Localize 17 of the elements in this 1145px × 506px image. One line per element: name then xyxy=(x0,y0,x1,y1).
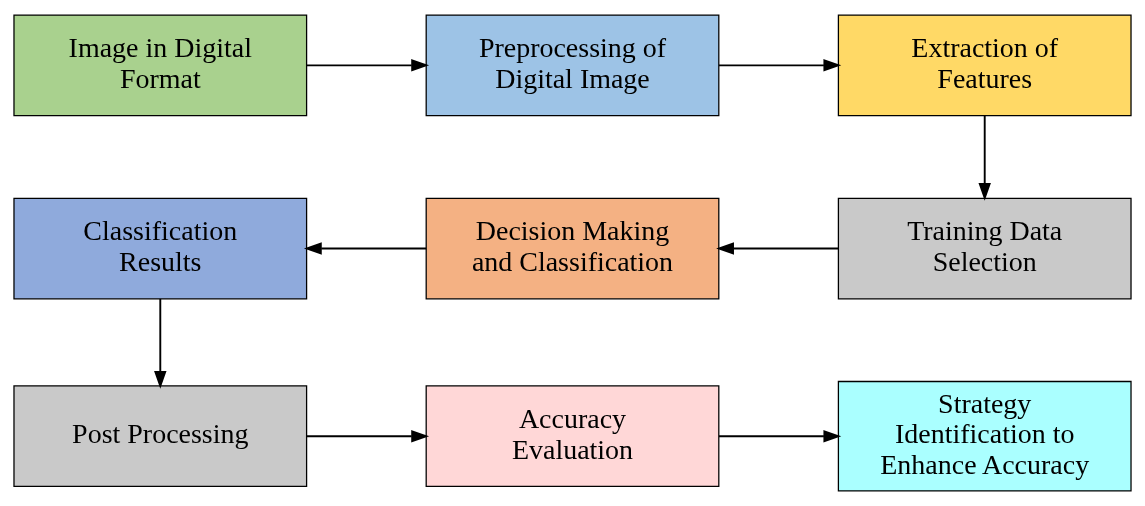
node-box: Decision Making and Classification xyxy=(425,197,720,300)
arrow xyxy=(154,298,167,389)
node-box: Training Data Selection xyxy=(837,197,1132,300)
node-box: Preprocessing of Digital Image xyxy=(425,14,720,117)
node-box: Strategy Identification to Enhance Accuracy xyxy=(837,380,1132,492)
arrow xyxy=(718,429,842,443)
node-box: Classification Results xyxy=(13,197,308,300)
arrow xyxy=(978,115,991,201)
node-box: Accuracy Evaluation xyxy=(425,385,720,488)
node-box: Extraction of Features xyxy=(837,14,1132,117)
arrow xyxy=(305,59,430,72)
node-box: Image in Digital Format xyxy=(13,14,308,117)
arrow xyxy=(718,59,842,72)
arrow xyxy=(303,242,428,255)
arrow xyxy=(305,429,430,443)
arrow xyxy=(716,242,840,255)
node-box: Post Processing xyxy=(13,385,308,488)
